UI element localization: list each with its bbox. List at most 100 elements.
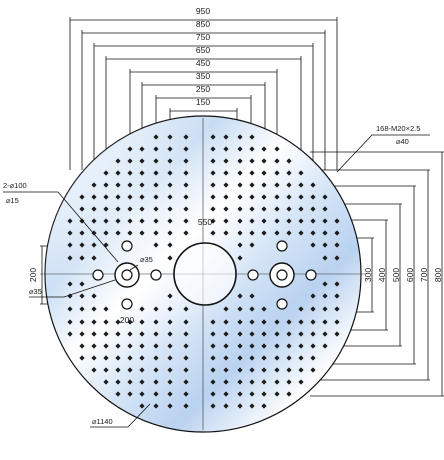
tapped-hole <box>153 343 159 349</box>
tapped-hole <box>298 331 304 337</box>
tapped-hole <box>249 355 255 361</box>
tapped-hole <box>223 170 229 176</box>
tapped-hole <box>237 367 243 373</box>
tapped-hole <box>167 158 173 164</box>
tapped-hole <box>103 218 109 224</box>
tapped-hole <box>153 230 159 236</box>
tapped-hole <box>298 343 304 349</box>
tapped-hole <box>139 182 145 188</box>
tapped-hole <box>139 306 145 312</box>
tapped-hole <box>127 182 133 188</box>
tapped-hole <box>286 170 292 176</box>
tapped-hole <box>115 194 121 200</box>
tapped-hole <box>67 242 73 248</box>
tapped-hole <box>310 355 316 361</box>
tapped-hole <box>286 218 292 224</box>
tapped-hole <box>210 391 216 397</box>
tapped-hole <box>261 170 267 176</box>
tapped-hole <box>167 230 173 236</box>
tapped-hole <box>127 319 133 325</box>
tapped-hole <box>237 255 243 261</box>
tapped-hole <box>103 355 109 361</box>
tapped-hole <box>249 391 255 397</box>
tapped-hole <box>167 343 173 349</box>
tapped-hole <box>223 158 229 164</box>
tapped-hole <box>223 206 229 212</box>
tapped-hole <box>249 146 255 152</box>
tapped-hole <box>127 218 133 224</box>
tapped-hole <box>261 146 267 152</box>
tapped-hole <box>153 182 159 188</box>
tapped-hole <box>167 306 173 312</box>
tapped-hole <box>274 367 280 373</box>
tapped-hole <box>298 319 304 325</box>
tapped-hole <box>79 281 85 287</box>
tapped-hole <box>210 379 216 385</box>
tapped-hole <box>79 230 85 236</box>
tapped-hole <box>223 230 229 236</box>
tapped-hole <box>167 194 173 200</box>
tapped-hole <box>91 218 97 224</box>
tapped-hole <box>223 367 229 373</box>
tapped-hole <box>237 306 243 312</box>
tapped-hole <box>103 319 109 325</box>
tapped-hole <box>298 306 304 312</box>
tapped-hole <box>183 319 189 325</box>
tapped-hole <box>115 355 121 361</box>
tapped-hole <box>310 182 316 188</box>
tapped-hole <box>183 158 189 164</box>
tapped-hole <box>261 391 267 397</box>
tapped-hole <box>210 343 216 349</box>
tapped-hole <box>153 134 159 140</box>
tapped-hole <box>223 306 229 312</box>
tapped-hole <box>237 146 243 152</box>
tapped-hole <box>261 367 267 373</box>
dim-500: 500 <box>391 268 401 282</box>
tapped-hole <box>298 194 304 200</box>
tapped-hole <box>79 293 85 299</box>
tapped-hole <box>103 306 109 312</box>
tapped-hole <box>183 367 189 373</box>
tapped-hole <box>237 218 243 224</box>
tapped-hole <box>153 355 159 361</box>
tapped-hole <box>334 293 340 299</box>
tapped-hole <box>79 355 85 361</box>
tapped-hole <box>286 230 292 236</box>
tapped-hole <box>286 194 292 200</box>
tapped-hole <box>274 194 280 200</box>
tapped-hole <box>334 331 340 337</box>
tapped-hole <box>223 391 229 397</box>
tapped-hole <box>127 343 133 349</box>
tapped-hole <box>298 170 304 176</box>
tapped-hole <box>127 379 133 385</box>
tapped-hole <box>127 331 133 337</box>
tapped-hole <box>183 403 189 409</box>
tapped-hole <box>210 367 216 373</box>
tapped-hole <box>67 306 73 312</box>
tapped-hole <box>334 306 340 312</box>
tapped-hole <box>210 206 216 212</box>
tapped-hole <box>274 206 280 212</box>
tapped-hole <box>223 331 229 337</box>
tapped-hole <box>103 206 109 212</box>
tapped-hole <box>322 230 328 236</box>
tapped-hole <box>237 230 243 236</box>
tapped-hole <box>274 146 280 152</box>
tapped-hole <box>139 331 145 337</box>
tapped-hole <box>79 306 85 312</box>
tapped-hole <box>237 158 243 164</box>
tapped-hole <box>310 319 316 325</box>
tapped-hole <box>223 194 229 200</box>
tapped-hole <box>310 218 316 224</box>
tapped-hole <box>274 230 280 236</box>
dim-800: 800 <box>433 268 443 282</box>
tapped-hole <box>286 391 292 397</box>
tapped-hole <box>322 255 328 261</box>
tapped-hole <box>286 158 292 164</box>
tapped-hole <box>127 146 133 152</box>
tapped-hole <box>237 379 243 385</box>
tapped-hole <box>115 182 121 188</box>
tapped-hole <box>249 293 255 299</box>
tapped-hole <box>115 343 121 349</box>
tapped-hole <box>127 391 133 397</box>
